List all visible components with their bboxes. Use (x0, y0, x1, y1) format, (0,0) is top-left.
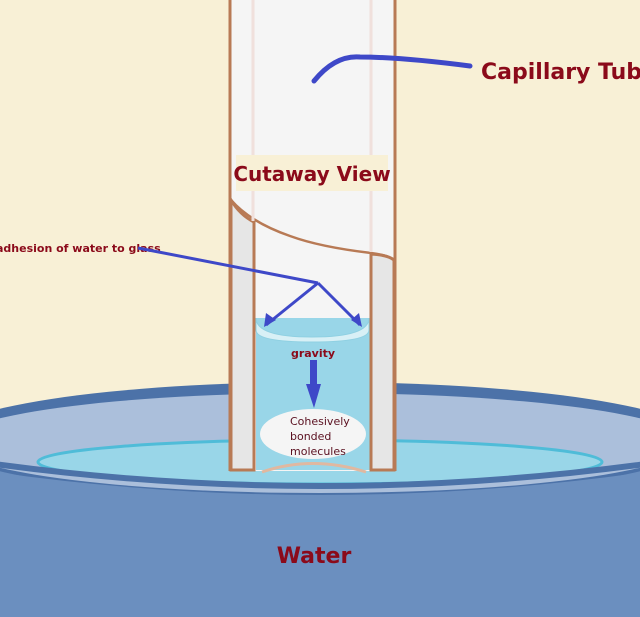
cutaway-view-label: Cutaway View (233, 162, 390, 186)
adhesion-arrows (137, 246, 362, 327)
cohesive-line-1: Cohesively (290, 415, 350, 428)
cohesive-line-3: molecules (290, 445, 346, 458)
water-basin (0, 382, 640, 617)
water-label: Water (277, 544, 352, 569)
cohesive-bubble (260, 409, 366, 459)
tube-bottom-edge (261, 462, 367, 474)
basin-front-rim (0, 461, 640, 489)
gravity-arrow-shaft (310, 360, 317, 385)
capillary-tube-label: Capillary Tube (481, 60, 640, 85)
capillary-tube-pointer (311, 54, 473, 84)
adhesion-label: adhesion of water to glass (0, 242, 161, 255)
cutaway-edge (230, 199, 395, 262)
meniscus (255, 317, 370, 343)
cutaway-label-bg (236, 155, 388, 191)
cohesive-line-2: bonded (290, 430, 331, 443)
gravity-arrowhead-icon (306, 384, 321, 408)
left-wall (229, 194, 256, 472)
right-wall (369, 252, 396, 472)
arrowhead-left-icon (264, 313, 276, 327)
arrowhead-right-icon (351, 313, 362, 327)
gravity-label: gravity (291, 347, 335, 360)
basin-front (0, 472, 640, 617)
